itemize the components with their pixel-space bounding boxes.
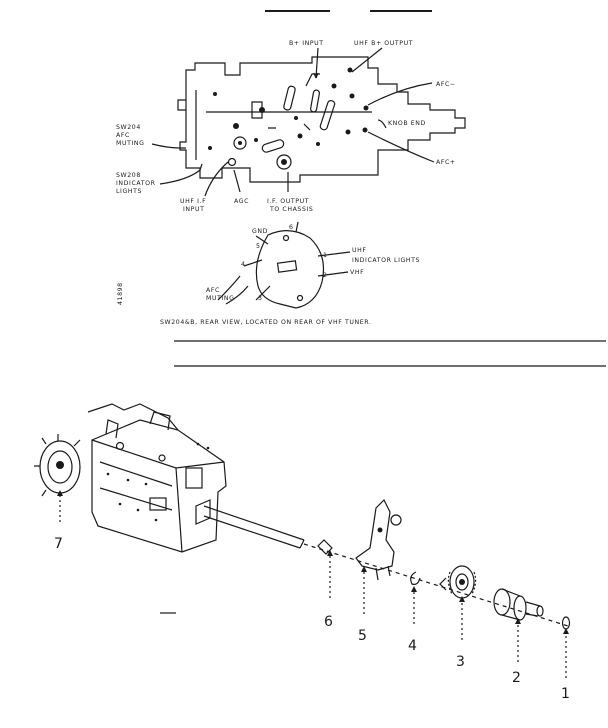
label-knob-end: KNOB END — [388, 120, 426, 127]
label-if-output: I.F. OUTPUT — [267, 198, 309, 205]
label-term-4: 4 — [241, 261, 246, 268]
label-sw208: SW208 — [116, 172, 141, 179]
label-afc-muting-2: MUTING — [206, 295, 235, 302]
label-b-input: B+ INPUT — [289, 40, 324, 47]
label-sw208-lights: LIGHTS — [116, 188, 142, 195]
part-2-hub — [493, 588, 544, 621]
part-number-5: 5 — [358, 628, 367, 644]
top-leader-lines — [151, 47, 435, 197]
part-number-6: 6 — [324, 614, 333, 630]
label-term-1: 1 — [323, 252, 328, 259]
part-number-1: 1 — [561, 686, 570, 702]
switch-rear-view — [217, 221, 351, 309]
part-4-e-ring — [410, 571, 421, 585]
label-afc-muting: AFC — [206, 287, 220, 294]
part-1-washer — [561, 616, 571, 630]
label-gnd: GND — [252, 228, 268, 235]
tuner-rear-view — [177, 56, 466, 183]
label-term-2: 2 — [323, 272, 328, 279]
label-sw204-muting: MUTING — [116, 140, 145, 147]
part-numbers: 7 6 5 4 3 2 1 — [54, 536, 570, 702]
switch-caption: SW204&B, REAR VIEW, LOCATED ON REAR OF V… — [160, 319, 371, 326]
tuner-shaft — [203, 505, 305, 549]
part-3-gear — [439, 565, 477, 599]
part-number-2: 2 — [512, 670, 521, 686]
label-sw204-afc: AFC — [116, 132, 130, 139]
label-indicator-lights: INDICATOR LIGHTS — [352, 257, 420, 264]
part-number-3: 3 — [456, 654, 465, 670]
label-afc-minus: AFC− — [436, 81, 456, 88]
label-term-6: 6 — [289, 224, 294, 231]
tuner-body — [87, 403, 227, 553]
switch-labels: GND 6 5 4 3 1 2 UHF INDICATOR LIGHTS VHF… — [117, 224, 420, 326]
part-number-7: 7 — [54, 536, 63, 552]
label-uhf: UHF — [352, 247, 367, 254]
callout-leaders — [59, 492, 567, 678]
label-sw208-indicator: INDICATOR — [116, 180, 156, 187]
side-code: 41898 — [117, 282, 124, 305]
label-sw204: SW204 — [116, 124, 141, 131]
part-5-bracket — [355, 498, 402, 581]
part-7-switch-wafer — [34, 434, 81, 497]
label-afc-plus: AFC+ — [436, 159, 456, 166]
label-vhf: VHF — [350, 269, 364, 276]
part-6-clip — [317, 539, 333, 555]
separator-lines — [160, 340, 606, 614]
label-uhf-if-input: INPUT — [183, 206, 205, 213]
assembly-axis — [303, 543, 569, 627]
label-agc: AGC — [234, 198, 249, 205]
label-uhf-output: UHF B+ OUTPUT — [354, 40, 413, 47]
label-uhf-if: UHF I.F — [180, 198, 206, 205]
label-term-5: 5 — [256, 243, 261, 250]
callout-arrowheads — [57, 490, 569, 634]
part-number-4: 4 — [408, 638, 417, 654]
label-to-chassis: TO CHASSIS — [269, 206, 313, 213]
top-labels: B+ INPUT UHF B+ OUTPUT AFC− KNOB END AFC… — [116, 40, 456, 213]
label-term-3: 3 — [258, 295, 263, 302]
